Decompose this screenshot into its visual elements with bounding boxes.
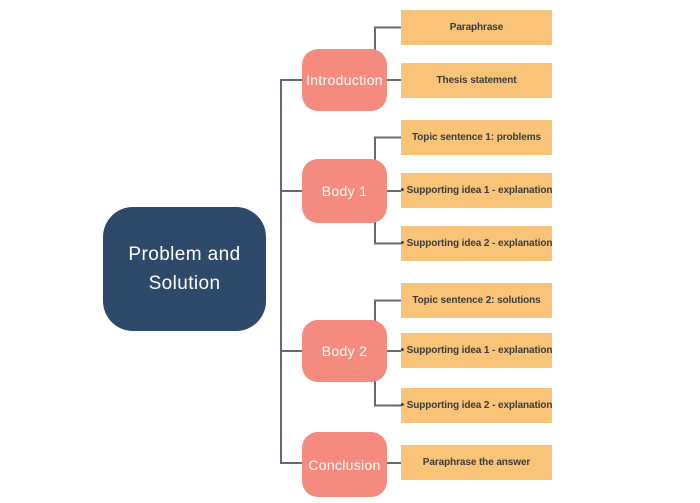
- branch-label: Body 2: [321, 343, 368, 359]
- leaf-node-paraphrase-the-answer: Paraphrase the answer: [401, 445, 552, 480]
- root-label-line2: Solution: [148, 273, 221, 294]
- leaf-label: • Supporting idea 2 - explanation: [400, 400, 553, 411]
- leaf-node-topic-sentence-2: Topic sentence 2: solutions: [401, 283, 552, 318]
- branch-node-body-1: Body 1: [302, 159, 387, 223]
- leaf-node-body2-supporting-idea-2: • Supporting idea 2 - explanation: [400, 388, 553, 423]
- leaf-label: • Supporting idea 1 - explanation: [400, 185, 553, 196]
- branch-node-body-2: Body 2: [302, 320, 387, 382]
- leaf-label: • Supporting idea 2 - explanation: [400, 238, 553, 249]
- leaf-label: Paraphrase the answer: [422, 457, 531, 468]
- leaf-node-thesis-statement: Thesis statement: [401, 63, 552, 98]
- branch-label: Conclusion: [308, 456, 381, 473]
- leaf-label: • Supporting idea 1 - explanation: [400, 345, 553, 356]
- branch-label: Introduction: [306, 72, 383, 88]
- leaf-node-body1-supporting-idea-2: • Supporting idea 2 - explanation: [400, 226, 553, 261]
- leaf-node-paraphrase: Paraphrase: [401, 10, 552, 45]
- leaf-node-body2-supporting-idea-1: • Supporting idea 1 - explanation: [400, 333, 553, 368]
- leaf-label: Topic sentence 2: solutions: [412, 295, 541, 306]
- leaf-node-body1-supporting-idea-1: • Supporting idea 1 - explanation: [400, 173, 553, 208]
- root-node-problem-and-solution: Problem and Solution: [103, 207, 266, 331]
- root-label-line1: Problem and: [128, 243, 241, 265]
- branch-label: Body 1: [321, 183, 368, 199]
- leaf-label: Thesis statement: [436, 75, 517, 86]
- leaf-node-topic-sentence-1: Topic sentence 1: problems: [401, 120, 552, 155]
- leaf-label: Topic sentence 1: problems: [412, 132, 541, 143]
- branch-node-conclusion: Conclusion: [302, 432, 387, 497]
- leaf-label: Paraphrase: [449, 22, 504, 33]
- branch-node-introduction: Introduction: [302, 49, 387, 111]
